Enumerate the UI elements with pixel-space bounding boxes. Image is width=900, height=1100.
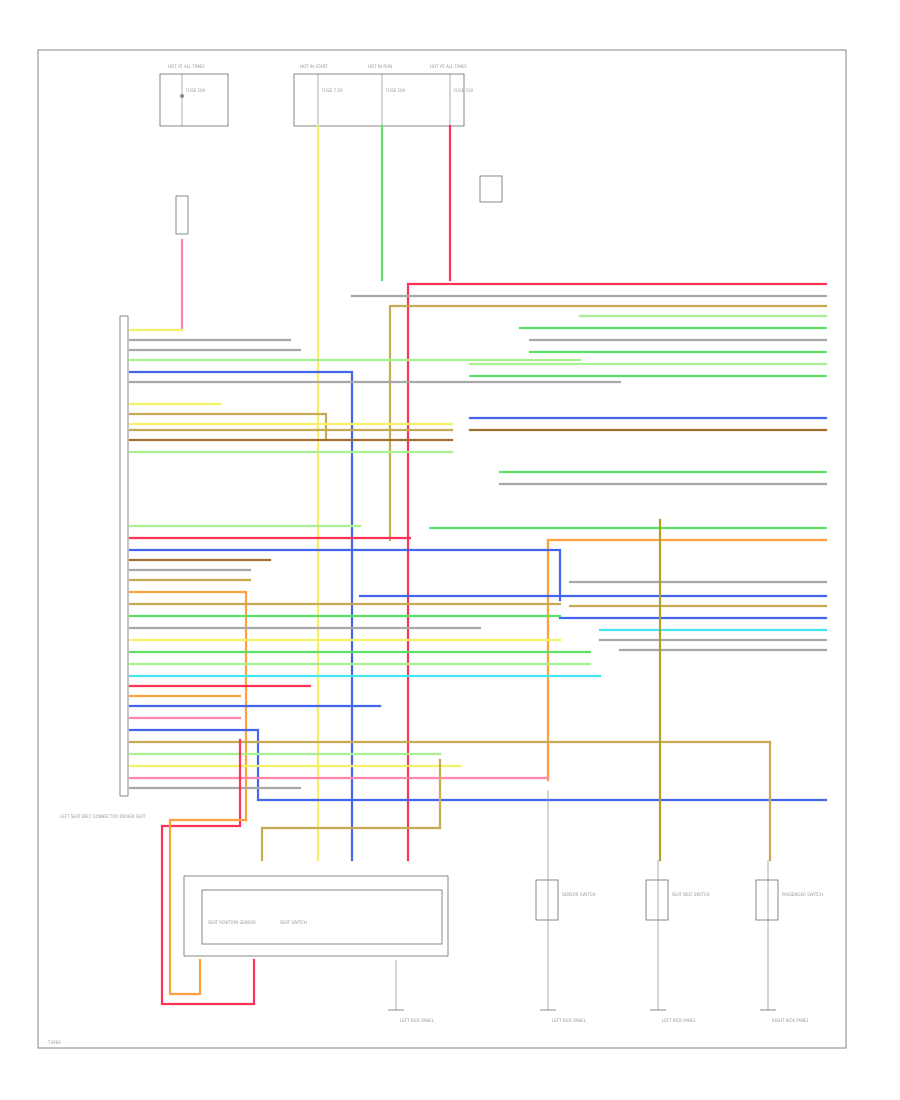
connector-wires-lower [128, 524, 828, 822]
connector-label: LEFT SEAT BELT CONNECTOR DRIVER SEAT [60, 814, 146, 819]
relay-label: HOT AT ALL TIMES [168, 64, 205, 69]
left-connector-block [119, 315, 129, 797]
ground-label: LEFT KICK PANEL [662, 1018, 697, 1023]
relay-label: HOT AT ALL TIMES [430, 64, 467, 69]
seat-switch-module: SEAT POSITION SENSOR SEAT SWITCH [183, 875, 449, 957]
diagram-frame [37, 49, 847, 1049]
figure-id: 73669 [48, 1040, 61, 1045]
fuse-label: FUSE 10A [186, 88, 206, 93]
fuse-label: FUSE 15A [454, 88, 474, 93]
connector-wires [128, 328, 622, 862]
wire-orange-loop [168, 818, 248, 996]
relay-component [175, 195, 189, 235]
fuse-box-underdash: HOT IN START HOT IN RUN HOT AT ALL TIMES… [293, 64, 474, 127]
ground-label: RIGHT KICK PANEL [772, 1018, 810, 1023]
component-label: SEAT POSITION SENSOR [208, 920, 256, 925]
relay-label: HOT IN RUN [368, 64, 392, 69]
switch-label: PASSENGER SWITCH [782, 892, 823, 897]
wire-red-bus [406, 282, 828, 862]
fuse-label: FUSE 10A [386, 88, 406, 93]
ground-label: LEFT KICK PANEL [552, 1018, 587, 1023]
wire-tan-loop [260, 758, 442, 862]
ground-label: LEFT KICK PANEL [400, 1018, 435, 1023]
fuse-box-driver: HOT AT ALL TIMES FUSE 10A [159, 64, 229, 127]
switch-group: SENSOR SWITCH SEAT BELT SWITCH PASSENGER… [535, 879, 823, 921]
component-label: SEAT SWITCH [280, 920, 307, 925]
switch-component [479, 175, 503, 203]
fuse-label: FUSE 7.5A [322, 88, 343, 93]
wire-tan-bus [388, 304, 828, 542]
ground-drops: LEFT KICK PANEL LEFT KICK PANEL LEFT KIC… [388, 790, 810, 1023]
wire-pink-loop [160, 738, 256, 1006]
switch-label: SENSOR SWITCH [562, 892, 595, 897]
switch-label: SEAT BELT SWITCH [672, 892, 710, 897]
relay-label: HOT IN START [300, 64, 328, 69]
